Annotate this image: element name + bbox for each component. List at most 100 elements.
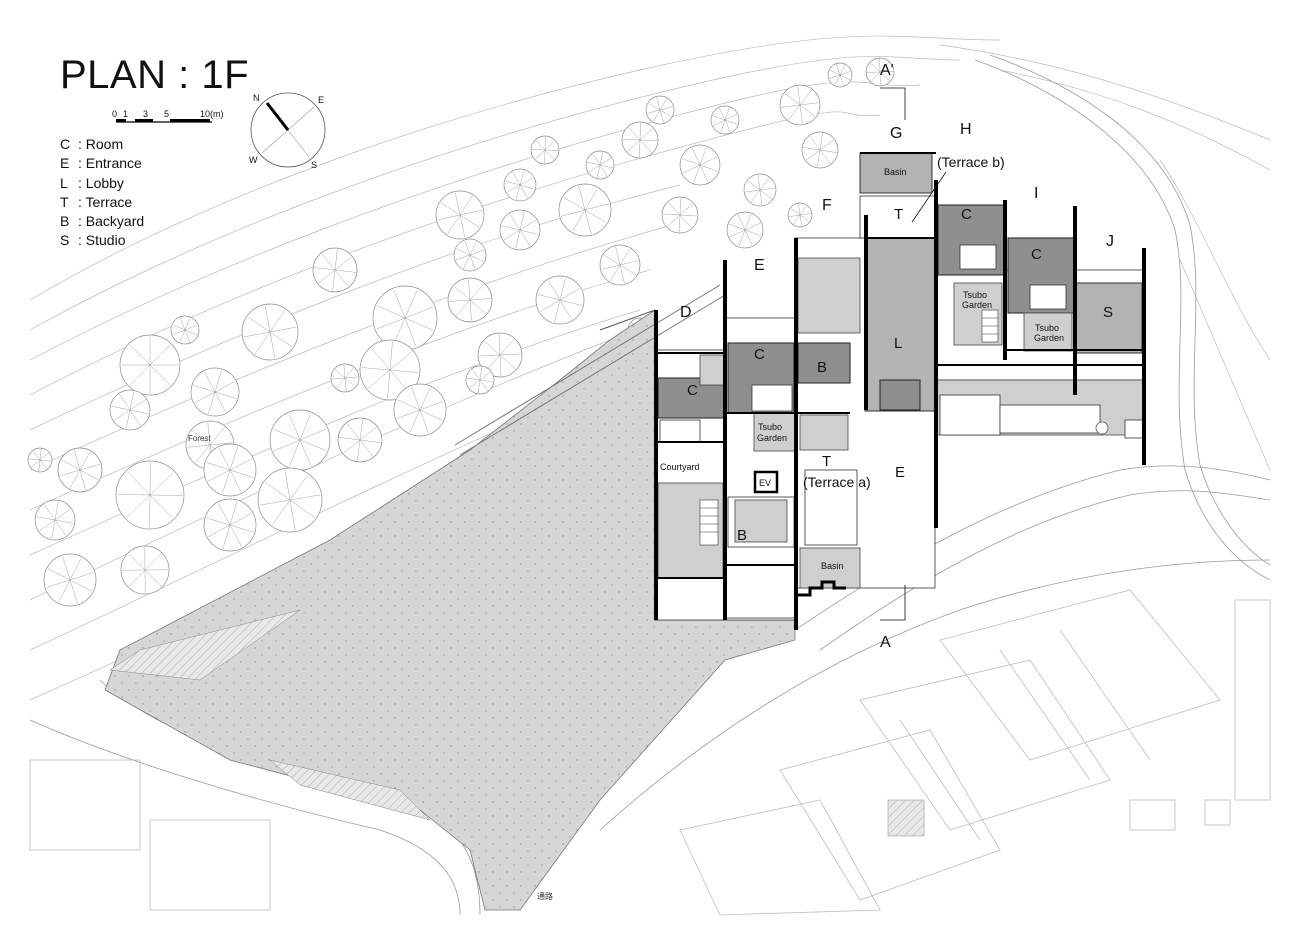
wing-g-label: G xyxy=(890,125,902,142)
forest-tree xyxy=(116,461,184,529)
tsubo-garden-3-line2: Garden xyxy=(757,433,787,443)
legend-desc-3: : Terrace xyxy=(78,194,132,210)
forest-tree xyxy=(191,368,239,416)
wing-d-label: D xyxy=(680,304,692,321)
forest-tree xyxy=(744,174,776,206)
backyard-label-d: B xyxy=(737,527,747,544)
wing-f-label: F xyxy=(822,197,832,214)
room-label-d: C xyxy=(687,382,698,399)
compass-w-label: W xyxy=(249,155,258,165)
room-label-e: C xyxy=(754,346,765,363)
wing-j-label: J xyxy=(1106,233,1114,250)
forest-tree xyxy=(436,191,484,239)
scale-tick-10: 10(m) xyxy=(200,109,224,119)
page-title: PLAN : 1F xyxy=(60,53,249,97)
courtyard-label: Courtyard xyxy=(660,462,700,472)
tsubo-garden-2-line2: Garden xyxy=(1034,333,1064,343)
forest-tree xyxy=(504,169,536,201)
legend-code-3: T xyxy=(60,194,69,210)
legend-code-4: B xyxy=(60,213,69,229)
forest-tree xyxy=(313,248,357,292)
forest-tree xyxy=(711,106,739,134)
section-a-label: A xyxy=(880,634,891,651)
forest-tree xyxy=(58,448,102,492)
scale-tick-3: 3 xyxy=(143,109,148,119)
tsubo-garden-3-line1: Tsubo xyxy=(758,422,782,432)
ev-label: EV xyxy=(759,478,771,488)
terrace-a-letter: T xyxy=(822,453,831,470)
forest-tree xyxy=(242,304,298,360)
section-a-prime-label: A' xyxy=(880,62,894,79)
forest-tree xyxy=(802,132,838,168)
forest-tree xyxy=(662,197,698,233)
forest-tree xyxy=(727,212,763,248)
tsubo-garden-2-line1: Tsubo xyxy=(1035,323,1059,333)
forest-tree xyxy=(373,286,437,350)
terrace-b-letter: T xyxy=(894,206,903,223)
forest-tree xyxy=(622,122,658,158)
forest-tree xyxy=(338,418,382,462)
forest-tree xyxy=(600,245,640,285)
forest-tree xyxy=(788,203,812,227)
legend-code-5: S xyxy=(60,232,69,248)
wing-i-label: I xyxy=(1034,185,1038,202)
forest-tree xyxy=(448,278,492,322)
tsubo-garden-1-line1: Tsubo xyxy=(963,290,987,300)
legend-code-0: C xyxy=(60,136,70,152)
forest-tree xyxy=(828,63,852,87)
forest-tree xyxy=(536,276,584,324)
basin-bottom-label: Basin xyxy=(821,561,844,571)
forest-tree xyxy=(531,136,559,164)
forest-tree xyxy=(204,444,256,496)
forest-tree xyxy=(586,151,614,179)
legend: C : Room E : Entrance L : Lobby T : Terr… xyxy=(60,136,144,248)
room-label-h: C xyxy=(961,206,972,223)
forest-tree xyxy=(44,554,96,606)
backyard-label-e: B xyxy=(817,359,827,376)
legend-desc-1: : Entrance xyxy=(78,155,142,171)
basin-top-label: Basin xyxy=(884,167,907,177)
forest-tree xyxy=(121,546,169,594)
forest-tree xyxy=(171,316,199,344)
road-label: 通路 xyxy=(537,891,553,901)
forest-tree xyxy=(120,335,180,395)
forest-tree xyxy=(559,184,611,236)
legend-code-1: E xyxy=(60,155,69,171)
scale-tick-5: 5 xyxy=(164,109,169,119)
forest-tree xyxy=(500,210,540,250)
legend-desc-2: : Lobby xyxy=(78,175,124,191)
studio-label: S xyxy=(1103,304,1113,321)
forest-label: Forest xyxy=(188,434,211,443)
legend-desc-5: : Studio xyxy=(78,232,126,248)
legend-desc-0: : Room xyxy=(78,136,123,152)
north-compass: N E S W xyxy=(249,93,325,170)
forest-tree xyxy=(646,96,674,124)
forest-tree xyxy=(780,85,820,125)
forest-tree xyxy=(331,364,359,392)
forest-tree xyxy=(204,499,256,551)
wing-h-label: H xyxy=(960,121,972,138)
terrace-a-name: (Terrace a) xyxy=(803,474,871,490)
forest-tree xyxy=(466,366,494,394)
forest-tree xyxy=(270,410,330,470)
legend-desc-4: : Backyard xyxy=(78,213,144,229)
lobby-label: L xyxy=(894,335,902,352)
terrace-b-name: (Terrace b) xyxy=(937,154,1005,170)
wing-e-label: E xyxy=(754,257,765,274)
compass-e-label: E xyxy=(318,95,324,105)
room-label-i: C xyxy=(1031,246,1042,263)
scale-tick-1: 1 xyxy=(123,109,128,119)
compass-n-label: N xyxy=(253,93,260,103)
forest-tree xyxy=(35,500,75,540)
forest-tree xyxy=(110,390,150,430)
tsubo-garden-1-line2: Garden xyxy=(962,300,992,310)
forest-tree xyxy=(28,448,52,472)
tsubo-garden-block-3 xyxy=(754,413,796,451)
compass-s-label: S xyxy=(311,160,317,170)
entrance-label: E xyxy=(895,464,905,481)
forest-tree xyxy=(680,145,720,185)
legend-code-2: L xyxy=(60,175,68,191)
forest-tree xyxy=(258,468,322,532)
